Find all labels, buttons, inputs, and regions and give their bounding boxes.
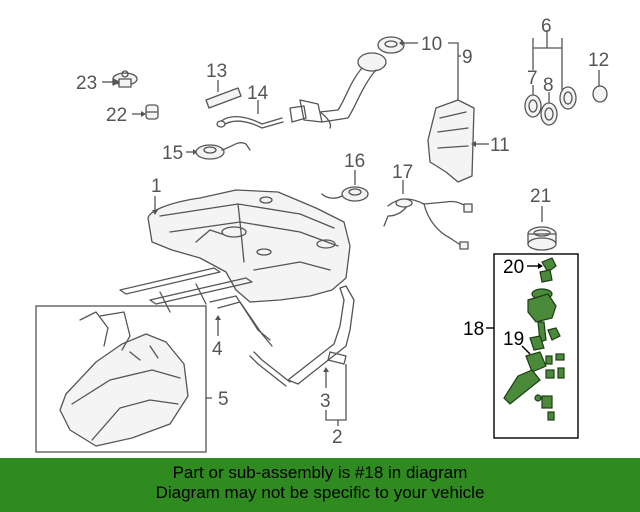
assembly-18-frame: [493, 253, 579, 439]
part-11-heat-shield[interactable]: [427, 99, 475, 183]
part-12-cap[interactable]: [592, 85, 608, 103]
part-15-bracket[interactable]: [195, 142, 251, 160]
part-7-gasket[interactable]: [524, 94, 542, 118]
callout-13[interactable]: 13: [206, 61, 227, 82]
callout-18[interactable]: 18: [463, 319, 484, 340]
part-8-gasket[interactable]: [540, 102, 558, 126]
part-18-fuel-pump-assembly[interactable]: [503, 288, 565, 421]
callout-15[interactable]: 15: [162, 143, 183, 164]
callout-17[interactable]: 17: [392, 162, 413, 183]
notice-line-assembly: Part or sub-assembly is #18 in diagram: [172, 463, 468, 482]
callout-21[interactable]: 21: [530, 186, 551, 207]
callout-11[interactable]: 11: [490, 135, 510, 156]
notice-banner: Part or sub-assembly is #18 in diagram D…: [0, 458, 640, 512]
part-10-filler-cap[interactable]: [377, 36, 405, 54]
part-6-gasket[interactable]: [559, 86, 577, 110]
callout-12[interactable]: 12: [588, 50, 609, 71]
notice-line-disclaimer: Diagram may not be specific to your vehi…: [155, 483, 485, 502]
part-22-grommet[interactable]: [145, 104, 159, 120]
part-5-inset-frame: [35, 305, 207, 453]
callout-23[interactable]: 23: [76, 73, 97, 94]
callout-16[interactable]: 16: [344, 151, 365, 172]
part-19-fuel-filter[interactable]: [529, 335, 545, 351]
callout-22[interactable]: 22: [106, 105, 127, 126]
part-16-sender[interactable]: [321, 186, 369, 202]
callout-14[interactable]: 14: [247, 83, 269, 104]
callout-6[interactable]: 6: [541, 16, 552, 37]
callout-20[interactable]: 20: [503, 257, 524, 278]
part-9-filler-neck[interactable]: [289, 52, 387, 129]
part-5-protector[interactable]: [59, 311, 189, 447]
callout-3[interactable]: 3: [320, 391, 331, 412]
callout-10[interactable]: 10: [421, 34, 442, 55]
callout-8[interactable]: 8: [543, 75, 554, 96]
callout-9[interactable]: 9: [462, 47, 473, 68]
callout-1[interactable]: 1: [151, 176, 162, 197]
part-23-valve[interactable]: [112, 70, 138, 88]
part-1-fuel-tank[interactable]: [147, 189, 351, 303]
part-20-fuel-pump-seal[interactable]: [539, 257, 557, 283]
fuel-system-diagram: 1 2 3 4 5 6 7 8 9 10 11 12 13 14 15 16 1…: [35, 16, 609, 453]
part-13-hose[interactable]: [205, 87, 242, 109]
part-21-lock-ring[interactable]: [527, 226, 557, 251]
part-4-tank-straps[interactable]: [119, 267, 273, 347]
part-3-strap[interactable]: [249, 285, 355, 387]
callout-4[interactable]: 4: [212, 339, 223, 360]
callout-5[interactable]: 5: [218, 389, 229, 410]
callout-19[interactable]: 19: [503, 329, 524, 350]
part-17-harness[interactable]: [383, 198, 473, 250]
callout-2[interactable]: 2: [332, 427, 343, 448]
part-14-vent-hose[interactable]: [216, 116, 284, 129]
callout-7[interactable]: 7: [527, 68, 538, 89]
